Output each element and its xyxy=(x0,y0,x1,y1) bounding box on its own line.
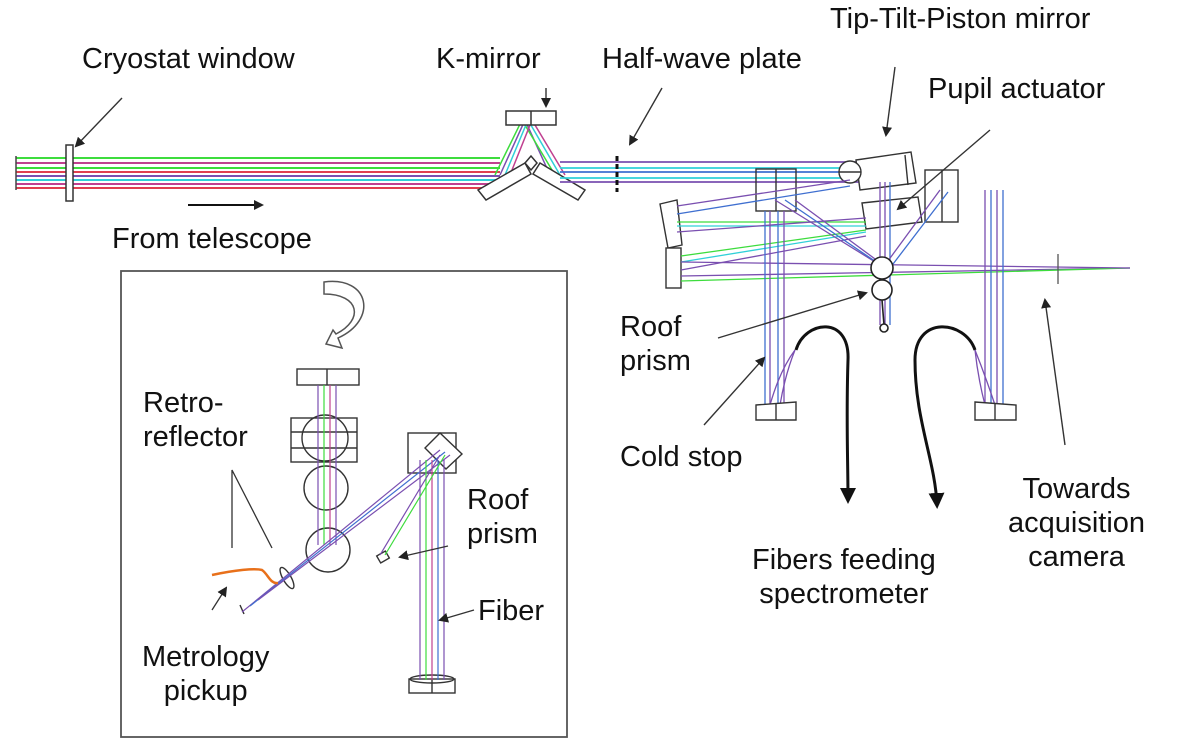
main-beam-paths xyxy=(676,179,1131,406)
input-beam-bundle xyxy=(15,156,500,190)
label-fiber: Fiber xyxy=(478,595,545,627)
k-mirror xyxy=(476,110,587,201)
label-roof-prism-main: Roof prism xyxy=(620,311,691,377)
inset-optics xyxy=(239,368,464,694)
inset-rotation-arrow xyxy=(323,280,365,350)
fiber-arrow-right xyxy=(913,325,977,509)
inset-frame xyxy=(120,270,568,738)
label-towards-acquisition-camera: Towards acquisition camera xyxy=(1008,473,1146,573)
inset-pointer-arrows xyxy=(211,469,475,623)
fiber-arrow-left xyxy=(794,325,856,504)
label-tip-tilt-piston-mirror: Tip-Tilt-Piston mirror xyxy=(830,3,1091,35)
label-cryostat-window: Cryostat window xyxy=(82,43,295,75)
pointer-arrows xyxy=(74,66,1066,446)
roof-prism-cluster xyxy=(870,256,894,333)
label-from-telescope: From telescope xyxy=(112,223,312,255)
beam-to-ttp xyxy=(560,161,880,183)
label-pupil-actuator: Pupil actuator xyxy=(928,73,1106,105)
metrology-pickup-fiber xyxy=(211,567,279,585)
cryostat-window-plate xyxy=(65,144,74,202)
label-half-wave-plate: Half-wave plate xyxy=(602,43,802,75)
label-fibers-feeding-spectrometer: Fibers feeding spectrometer xyxy=(752,544,936,610)
label-roof-prism-inset: Roof prism xyxy=(467,484,538,550)
inset-beams xyxy=(241,385,451,680)
label-retro-reflector: Retro- reflector xyxy=(143,387,248,453)
label-k-mirror: K-mirror xyxy=(436,43,541,75)
fiber-mounts xyxy=(755,401,1017,421)
label-cold-stop: Cold stop xyxy=(620,441,743,473)
label-metrology-pickup: Metrology pickup xyxy=(142,641,270,707)
